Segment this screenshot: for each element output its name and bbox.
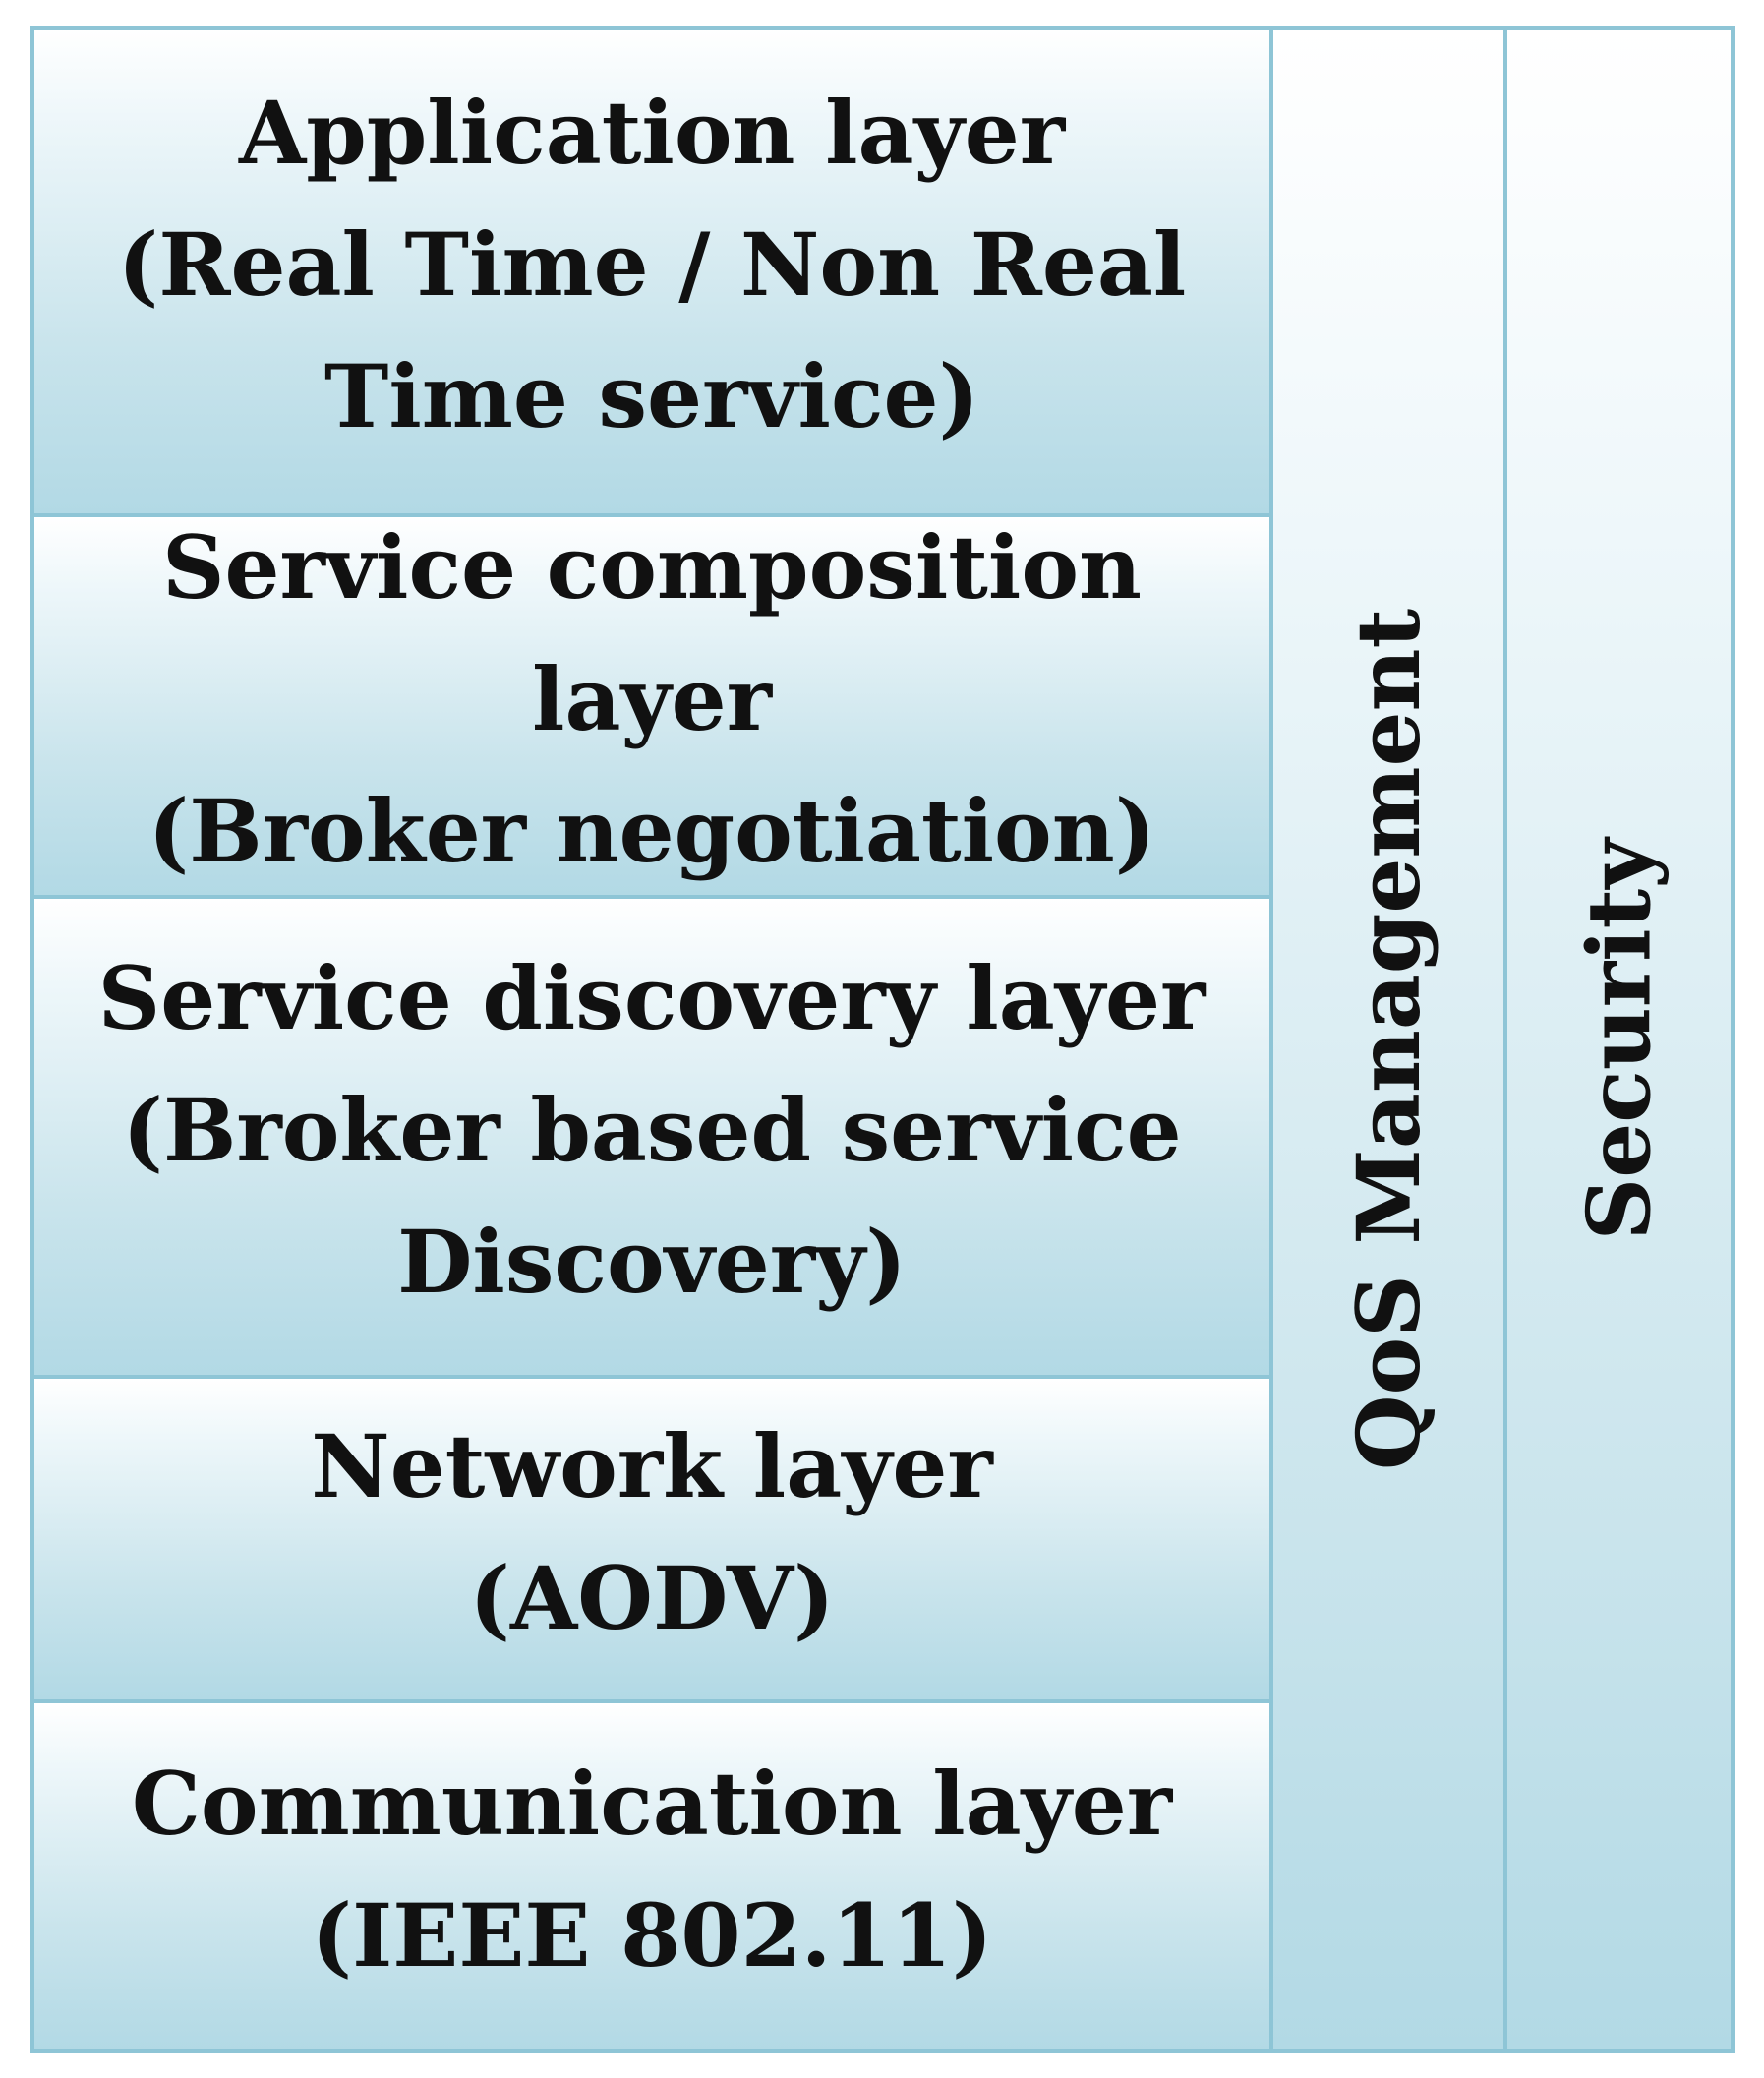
communication-layer-box: Communication layer (IEEE 802.11) (34, 1703, 1273, 2049)
service-composition-layer-label: Service composition layer (Broker negoti… (147, 516, 1156, 882)
architecture-diagram: Application layer (Real Time / Non Real … (30, 26, 1735, 2053)
service-discovery-layer-box: Service discovery layer (Broker based se… (34, 899, 1273, 1379)
qos-management-label: QoS Management (1337, 608, 1440, 1471)
security-label: Security (1567, 838, 1671, 1241)
application-layer-label: Application layer (Real Time / Non Real … (117, 82, 1187, 447)
network-layer-box: Network layer (AODV) (34, 1379, 1273, 1703)
communication-layer-label: Communication layer (IEEE 802.11) (131, 1752, 1173, 1987)
network-layer-label: Network layer (AODV) (311, 1415, 993, 1649)
service-discovery-layer-label: Service discovery layer (Broker based se… (97, 947, 1206, 1313)
security-column: Security (1507, 30, 1731, 2049)
service-composition-layer-box: Service composition layer (Broker negoti… (34, 516, 1273, 899)
qos-management-column: QoS Management (1273, 30, 1507, 2049)
application-layer-box: Application layer (Real Time / Non Real … (34, 30, 1273, 517)
